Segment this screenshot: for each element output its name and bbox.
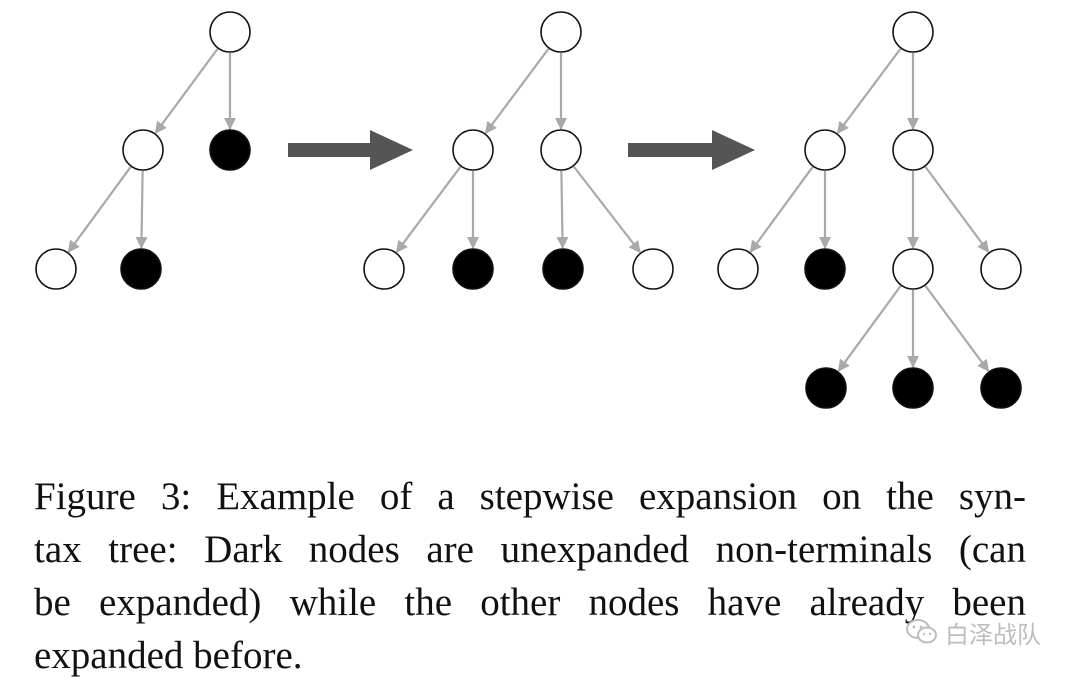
expanded-node	[363, 248, 405, 290]
unexpanded-node	[804, 248, 846, 290]
watermark-text: 白泽战队	[945, 620, 1041, 649]
unexpanded-node	[980, 367, 1022, 409]
edges-layer	[67, 48, 990, 372]
syntax-tree-expansion-diagram	[35, 11, 1022, 409]
caption-line: be expanded) while the other nodes have …	[34, 581, 1026, 624]
tree-edge-arrow	[836, 48, 902, 134]
expanded-node	[717, 248, 759, 290]
expanded-node	[892, 129, 934, 171]
expanded-node	[452, 129, 494, 171]
expanded-node	[540, 129, 582, 171]
tree-edge-arrow	[924, 285, 990, 372]
caption-line: tax tree: Dark nodes are unexpanded non-…	[34, 528, 1026, 571]
expanded-node	[35, 248, 77, 290]
caption-line: Figure 3: Example of a stepwise expansio…	[34, 475, 1026, 518]
tree-edge-arrow	[395, 166, 462, 253]
tree-edge-arrow	[154, 48, 219, 134]
step-arrow-1	[288, 130, 413, 170]
expanded-node	[980, 248, 1022, 290]
expanded-node	[209, 11, 251, 53]
expanded-node	[122, 129, 164, 171]
caption-line: expanded before.	[34, 634, 303, 677]
step-arrows	[288, 130, 755, 170]
unexpanded-node	[209, 129, 251, 171]
tree-edge-arrow	[67, 166, 132, 253]
figure-caption: Figure 3: Example of a stepwise expansio…	[34, 470, 1026, 682]
watermark: 白泽战队	[905, 612, 1041, 652]
tree-edge-arrow	[837, 285, 902, 372]
tree-edge-arrow	[572, 165, 642, 254]
tree-edge-arrow	[749, 166, 814, 253]
unexpanded-node	[805, 367, 847, 409]
expanded-node	[804, 129, 846, 171]
expanded-node	[632, 248, 674, 290]
tree-edge-arrow	[135, 170, 148, 250]
wechat-icon	[906, 619, 937, 644]
unexpanded-node	[120, 248, 162, 290]
expanded-node	[892, 248, 934, 290]
tree-edge-arrow	[556, 170, 569, 250]
unexpanded-node	[542, 248, 584, 290]
step-arrow-2	[628, 130, 755, 170]
expanded-node	[540, 11, 582, 53]
tree-edge-arrow	[484, 48, 550, 134]
tree-edge-arrow	[924, 166, 990, 253]
unexpanded-node	[892, 367, 934, 409]
nodes-layer	[35, 11, 1022, 409]
expanded-node	[892, 11, 934, 53]
unexpanded-node	[452, 248, 494, 290]
